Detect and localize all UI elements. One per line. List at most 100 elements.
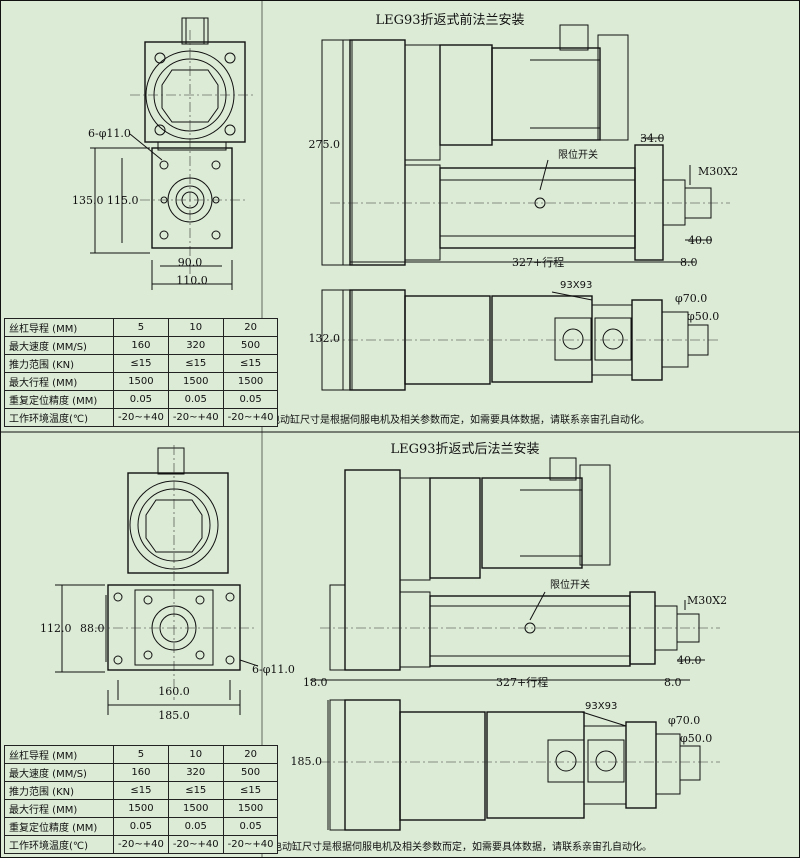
bottom-title: LEG93折返式后法兰安装 <box>390 442 539 457</box>
top-dim-8: 8.0 <box>680 256 698 269</box>
table-row: 工作环境温度(℃)-20~+40-20~+40-20~+40 <box>4 835 279 854</box>
cell: 1500 <box>222 372 279 391</box>
cell: 0.05 <box>113 817 169 836</box>
cell: 320 <box>167 336 224 355</box>
top-front-view <box>90 17 255 290</box>
bottom-stroke: 327+行程 <box>496 676 548 689</box>
row-label: 推力范围 (KN) <box>4 354 114 373</box>
row-label: 最大速度 (MM/S) <box>4 763 114 782</box>
bottom-plan-view <box>320 699 720 831</box>
cell: -20~+40 <box>222 408 279 427</box>
cell: ≤15 <box>167 354 224 373</box>
table-row: 工作环境温度(℃)-20~+40-20~+40-20~+40 <box>4 408 279 427</box>
row-label: 最大速度 (MM/S) <box>4 336 114 355</box>
top-note: 电动缸尺寸是根据伺服电机及相关参数而定，如需要具体数据，请联系亲宙孔自动化。 <box>270 413 650 426</box>
bottom-dia50: φ50.0 <box>680 732 712 745</box>
top-stroke: 327+行程 <box>512 256 564 269</box>
bottom-dim-160: 160.0 <box>158 685 190 698</box>
bottom-thread: M30X2 <box>687 594 727 607</box>
bottom-dim-185: 185.0 <box>158 709 190 722</box>
top-dia70: φ70.0 <box>675 292 707 305</box>
row-label: 重复定位精度 (MM) <box>4 817 114 836</box>
row-label: 丝杠导程 (MM) <box>4 745 114 764</box>
cell: ≤15 <box>222 354 279 373</box>
bottom-dim-88: 88.0 <box>80 622 105 635</box>
cell: 1500 <box>113 799 169 818</box>
cell: 1500 <box>167 372 224 391</box>
cell: -20~+40 <box>167 835 224 854</box>
bottom-dim-8: 8.0 <box>664 676 682 689</box>
top-dim-40: 40.0 <box>688 234 713 247</box>
row-label: 最大行程 (MM) <box>4 799 114 818</box>
cell: ≤15 <box>113 781 169 800</box>
top-dim-275: 275.0 <box>309 138 341 151</box>
row-label: 最大行程 (MM) <box>4 372 114 391</box>
bottom-limit-switch: 限位开关 <box>550 578 590 591</box>
cell: 500 <box>222 763 279 782</box>
cell: -20~+40 <box>113 835 169 854</box>
top-dia50: φ50.0 <box>687 310 719 323</box>
top-dim-132: 132.0 <box>309 332 341 345</box>
cell: 0.05 <box>222 817 279 836</box>
cell: 0.05 <box>222 390 279 409</box>
top-dim-34: 34.0 <box>640 132 665 145</box>
top-sq: 93X93 <box>560 280 592 291</box>
top-title: LEG93折返式前法兰安装 <box>375 12 524 28</box>
bottom-holes-label: 6-φ11.0 <box>252 663 295 676</box>
cell: 0.05 <box>167 817 224 836</box>
table-row: 推力范围 (KN)≤15≤15≤15 <box>4 354 279 373</box>
cell: 5 <box>113 318 169 337</box>
top-limit-switch: 限位开关 <box>558 148 598 161</box>
top-dim-90: 90.0 <box>178 256 203 269</box>
top-thread: M30X2 <box>698 165 738 178</box>
cell: 0.05 <box>167 390 224 409</box>
cell: -20~+40 <box>222 835 279 854</box>
top-dim-110: 110.0 <box>176 274 208 287</box>
cell: ≤15 <box>113 354 169 373</box>
bottom-dim-185-height: 185.0 <box>291 755 323 768</box>
top-plan-view <box>321 289 720 391</box>
cell: -20~+40 <box>113 408 169 427</box>
cell: 5 <box>113 745 169 764</box>
row-label: 推力范围 (KN) <box>4 781 114 800</box>
bottom-dim-112: 112.0 <box>40 622 72 635</box>
top-side-view <box>321 24 730 266</box>
cell: 1500 <box>167 799 224 818</box>
bottom-side-view <box>310 457 720 681</box>
cell: 1500 <box>222 799 279 818</box>
top-dim-135: 135.0 <box>72 194 104 207</box>
cell: -20~+40 <box>167 408 224 427</box>
cell: 500 <box>222 336 279 355</box>
bottom-sq: 93X93 <box>585 701 617 712</box>
row-label: 重复定位精度 (MM) <box>4 390 114 409</box>
cell: 10 <box>167 318 224 337</box>
cell: 10 <box>167 745 224 764</box>
cell: 160 <box>113 336 169 355</box>
row-label: 工作环境温度(℃) <box>4 408 114 427</box>
bottom-dim-40: 40.0 <box>677 654 702 667</box>
bottom-note: 电动缸尺寸是根据伺服电机及相关参数而定，如需要具体数据，请联系亲宙孔自动化。 <box>272 840 652 853</box>
top-holes-label: 6-φ11.0 <box>88 127 131 140</box>
top-dim-115: 115.0 <box>107 194 139 207</box>
cell: 1500 <box>113 372 169 391</box>
cell: 0.05 <box>113 390 169 409</box>
cell: 20 <box>222 318 279 337</box>
table-row: 推力范围 (KN)≤15≤15≤15 <box>4 781 279 800</box>
cell: ≤15 <box>167 781 224 800</box>
bottom-dim-18: 18.0 <box>303 676 328 689</box>
bottom-dia70: φ70.0 <box>668 714 700 727</box>
cell: 20 <box>222 745 279 764</box>
cell: 160 <box>113 763 169 782</box>
